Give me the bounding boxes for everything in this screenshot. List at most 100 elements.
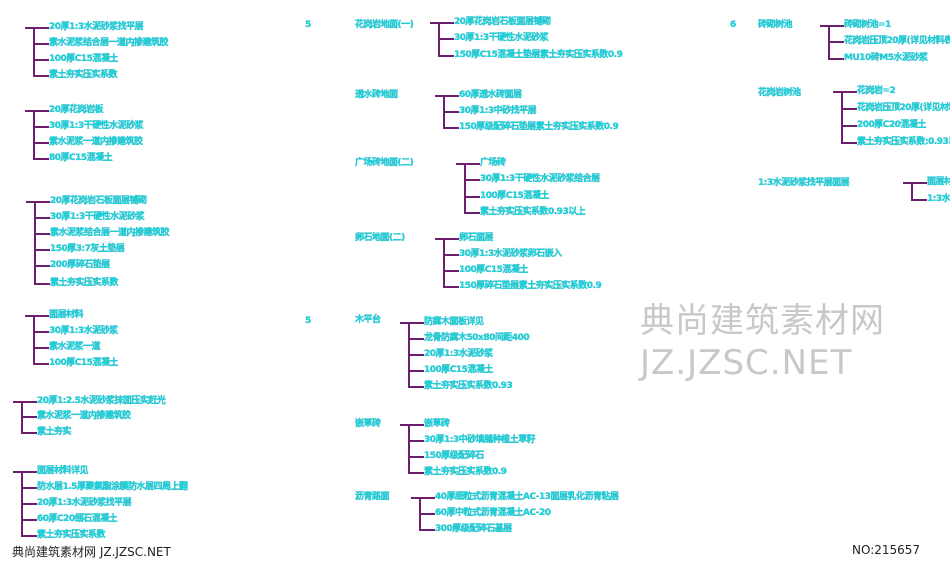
bracket-branch (419, 497, 435, 499)
footer-site-name: 典尚建筑素材网 JZ.JZSC.NET (12, 545, 171, 559)
layer-item: 100厚C15混凝土 (424, 365, 493, 375)
layer-item: 嵌草砖 (424, 419, 450, 429)
bracket-branch (443, 286, 459, 288)
bracket-branch (911, 182, 927, 184)
bracket-branch (828, 58, 844, 60)
bracket-branch (443, 254, 459, 256)
group-label: 沥青路面 (355, 492, 390, 502)
bracket-branch (33, 363, 49, 365)
group-label: 嵌草砖 (355, 419, 381, 429)
layer-item: 100厚C15混凝土 (459, 265, 528, 275)
layer-item: 素土夯实压实系数 (37, 530, 106, 540)
bracket-branch (464, 179, 480, 181)
bracket-branch (34, 249, 50, 251)
layer-item: 花岗岩压顶20厚(详见材料表)1:3水泥砂浆 (857, 103, 950, 113)
group-label: 1:3水泥砂浆找平层面层 (758, 178, 850, 188)
bracket-branch (33, 315, 49, 317)
bracket-cap (820, 25, 830, 27)
layer-item: 200厚C20混凝土 (857, 120, 926, 130)
footer-drawing-number: NO:215657 (852, 543, 921, 557)
layer-item: 面层材料 (49, 310, 84, 320)
group-label: 砖砌树池 (758, 20, 793, 30)
bracket-branch (21, 416, 37, 418)
layer-item: 素水泥浆结合层一道内掺建筑胶 (50, 228, 170, 238)
bracket-branch (21, 487, 37, 489)
layer-item: MU10砖M5水泥砂浆 (844, 53, 928, 63)
layer-item: 80厚C15混凝土 (49, 153, 113, 163)
layer-item: 素土夯实压实系数 (49, 70, 118, 80)
group-label: 花岗岩地面(一) (355, 20, 414, 30)
bracket-branch (34, 283, 50, 285)
bracket-branch (828, 25, 844, 27)
bracket-branch (841, 108, 857, 110)
bracket-branch (408, 370, 424, 372)
bracket-branch (21, 503, 37, 505)
bracket-branch (464, 196, 480, 198)
bracket-branch (464, 212, 480, 214)
bracket-branch (34, 201, 50, 203)
layer-item: 30厚1:3干硬性水泥砂浆 (454, 33, 549, 43)
bracket-branch (408, 440, 424, 442)
layer-item: 150厚级配碎石垫层素土夯实压实系数0.9 (459, 122, 619, 132)
bracket-branch (34, 233, 50, 235)
bracket-cap (400, 424, 410, 426)
layer-item: 防水层1.5厚聚氨酯涂膜防水层四周上翻 (37, 482, 188, 492)
layer-item: 20厚1:3水泥砂浆找平层 (37, 498, 132, 508)
bracket-branch (33, 27, 49, 29)
section-marker: 5 (305, 316, 311, 326)
bracket-branch (33, 75, 49, 77)
layer-item: 40厚细粒式沥青混凝土AC-13面层乳化沥青粘层 (435, 492, 619, 502)
bracket-cap (25, 110, 35, 112)
layer-item: 150厚碎石垫层素土夯实压实系数0.9 (459, 281, 602, 291)
bracket-branch (841, 142, 857, 144)
bracket-branch (408, 338, 424, 340)
bracket-cap (430, 22, 440, 24)
group-label: 广场砖地面(二) (355, 158, 414, 168)
bracket-branch (419, 529, 435, 531)
bracket-cap (13, 471, 23, 473)
bracket-branch (408, 424, 424, 426)
layer-item: 20厚1:3水泥砂浆 (424, 349, 493, 359)
bracket-branch (408, 456, 424, 458)
section-marker: 6 (730, 20, 736, 30)
bracket-branch (841, 91, 857, 93)
layer-item: 砖砌树池=1 (844, 20, 891, 30)
bracket-trunk (464, 163, 466, 214)
layer-item: 20厚花岗岩石板面层铺砌 (50, 196, 147, 206)
bracket-branch (911, 199, 927, 201)
layer-item: 广场砖 (480, 158, 506, 168)
bracket-branch (33, 126, 49, 128)
layer-item: 素水泥浆一道内掺建筑胶 (37, 411, 131, 421)
bracket-branch (438, 38, 454, 40)
bracket-trunk (33, 27, 35, 77)
bracket-branch (33, 158, 49, 160)
bracket-branch (443, 238, 459, 240)
layer-item: 卵石面层 (459, 233, 494, 243)
group-label: 透水砖地面 (355, 90, 398, 100)
group-label: 卵石地面(二) (355, 233, 405, 243)
bracket-branch (443, 270, 459, 272)
layer-item: 150厚级配碎石 (424, 451, 484, 461)
bracket-branch (464, 163, 480, 165)
bracket-trunk (33, 315, 35, 365)
bracket-branch (408, 354, 424, 356)
layer-item: 素水泥浆一道内掺建筑胶 (49, 137, 143, 147)
bracket-branch (438, 22, 454, 24)
layer-item: 300厚级配碎石基层 (435, 524, 512, 534)
bracket-branch (443, 95, 459, 97)
layer-item: 素土夯实压实系数 (50, 278, 119, 288)
watermark: 典尚建筑素材网 JZ.JZSC.NET (640, 301, 885, 383)
bracket-cap (400, 322, 410, 324)
bracket-branch (21, 471, 37, 473)
layer-item: 龙骨防腐木50x80间距400 (424, 333, 530, 343)
layer-item: 60厚透水砖面层 (459, 90, 522, 100)
bracket-branch (33, 347, 49, 349)
layer-item: 素土夯实压实系数:0.93以上 (857, 137, 950, 147)
bracket-branch (33, 142, 49, 144)
section-marker: 5 (305, 20, 311, 30)
bracket-cap (903, 182, 913, 184)
bracket-branch (33, 59, 49, 61)
layer-item: 100厚C15混凝土 (49, 54, 118, 64)
layer-item: 花岗岩=2 (857, 86, 896, 96)
bracket-trunk (911, 182, 913, 201)
